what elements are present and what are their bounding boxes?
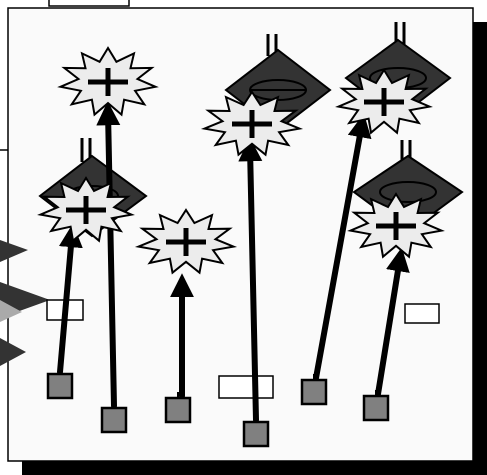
bursts-group [37, 46, 445, 275]
starburst-plus-icon [57, 46, 159, 117]
arrow-icon [375, 247, 410, 397]
starburst-plus-icon [200, 90, 304, 157]
starburst-plus-icon [347, 192, 445, 259]
arrow-icon [313, 113, 372, 381]
left-spike-icon [0, 240, 50, 366]
starburst-plus-icon [335, 68, 433, 135]
arrow-icon [57, 223, 83, 375]
square-block-icon [164, 392, 192, 424]
arrow-icon [96, 101, 121, 409]
label-box [404, 303, 440, 324]
label-box [218, 375, 274, 399]
arrows-group [57, 101, 410, 423]
starburst-plus-icon [37, 176, 135, 243]
starburst-plus-icon [134, 208, 238, 275]
top-tab [48, 0, 130, 7]
dark-diamond-icon [344, 22, 452, 120]
arrow-icon [238, 137, 263, 423]
blocks-group [46, 368, 390, 448]
